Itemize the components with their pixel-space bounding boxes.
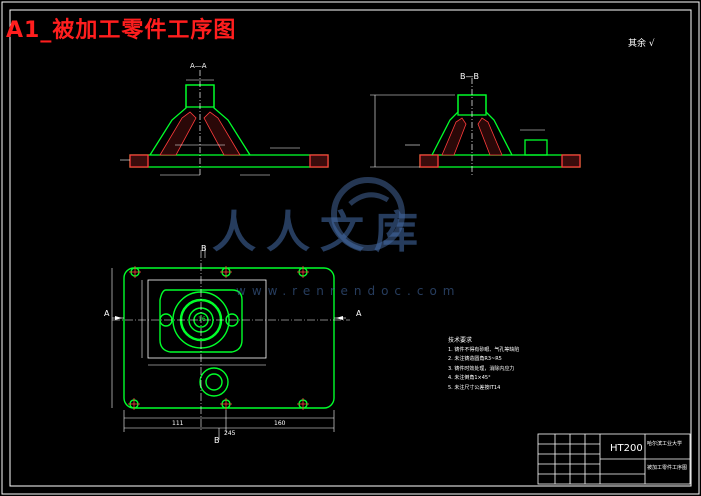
tech-req-line: 5. 未注尺寸公差按IT14 xyxy=(448,384,501,391)
tech-req-heading: 技术要求 xyxy=(448,337,473,344)
inner-frame xyxy=(9,9,692,487)
tech-req-line: 3. 铸件时效处理，消除内应力 xyxy=(448,365,515,372)
plan-view xyxy=(111,246,350,440)
section-view-bb xyxy=(370,78,581,175)
section-label-aa: A—A xyxy=(190,62,207,70)
section-arrow-a-right: A xyxy=(356,309,362,318)
tech-req-line: 1. 铸件不得有砂眼、气孔等缺陷 xyxy=(448,346,520,353)
tech-requirements: 技术要求 1. 铸件不得有砂眼、气孔等缺陷 2. 未注铸造圆角R3~R5 3. … xyxy=(448,336,519,393)
section-label-bb: B—B xyxy=(460,72,479,81)
section-arrow-b-bottom: B xyxy=(214,436,220,445)
title-block-drawing-name: 被加工零件工序图 xyxy=(647,465,688,471)
drawing-title: A1_被加工零件工序图 xyxy=(6,18,237,43)
section-view-aa xyxy=(120,70,329,176)
watermark-url: www.renrendoc.com xyxy=(236,284,461,298)
title-block-school: 哈尔滨工业大学 xyxy=(647,441,683,447)
tech-req-line: 2. 未注铸造圆角R3~R5 xyxy=(448,356,502,362)
watermark-text: 人人文库 xyxy=(212,207,428,258)
section-arrow-b-top: B xyxy=(201,244,207,253)
dim-right-length: 160 xyxy=(274,420,286,427)
dim-left-length: 111 xyxy=(172,420,184,427)
roughness-note: 其余 √ xyxy=(628,39,655,49)
dim-bore-diameter: 16 xyxy=(198,316,206,323)
dim-overall-length: 245 xyxy=(224,430,236,437)
material-label: HT200 xyxy=(610,443,643,454)
section-arrow-a-left: A xyxy=(104,309,110,318)
title-block xyxy=(537,433,691,485)
tech-req-line: 4. 未注倒角1×45° xyxy=(448,375,491,381)
watermark-logo xyxy=(331,177,405,251)
